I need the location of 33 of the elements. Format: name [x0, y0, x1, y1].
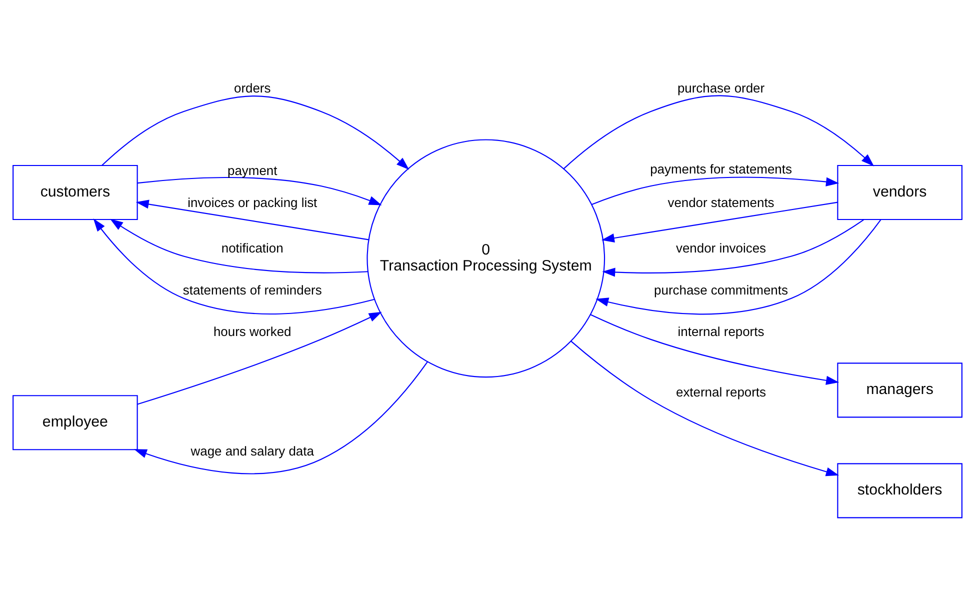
arrow — [596, 218, 882, 314]
node-box: vendors — [837, 164, 962, 220]
arrow — [602, 218, 864, 276]
edge-label: internal reports — [678, 323, 764, 338]
arrow — [591, 176, 840, 205]
arrow — [134, 361, 428, 474]
arrow — [137, 311, 382, 404]
edge-label: invoices or packing list — [188, 194, 318, 210]
node-box: stockholders — [837, 462, 962, 518]
arrow — [590, 314, 840, 384]
arrow — [110, 218, 368, 273]
node-box: managers — [837, 362, 962, 418]
edge-label: orders — [234, 80, 271, 96]
node-box: employee — [12, 394, 138, 450]
edge-label: wage and salary data — [190, 443, 314, 458]
edge-label: payment — [228, 162, 278, 178]
edge-label: notification — [221, 240, 284, 256]
edge-label: external reports — [676, 384, 766, 399]
arrow — [570, 340, 839, 476]
edge-label: statements of reminders — [182, 282, 322, 298]
edge-label: vendor invoices — [676, 240, 766, 256]
arrow — [136, 199, 369, 240]
edge-label: hours worked — [213, 323, 292, 338]
edge-label: vendor statements — [668, 194, 774, 210]
arrow — [93, 218, 375, 314]
arrow — [563, 94, 874, 169]
arrow — [137, 176, 382, 205]
arrow — [601, 201, 838, 242]
arrow — [102, 95, 410, 170]
edge-label: purchase order — [677, 80, 765, 96]
edge-label: payments for statements — [650, 161, 792, 176]
edge-label: purchase commitments — [654, 282, 788, 298]
node-box: customers — [12, 164, 138, 220]
